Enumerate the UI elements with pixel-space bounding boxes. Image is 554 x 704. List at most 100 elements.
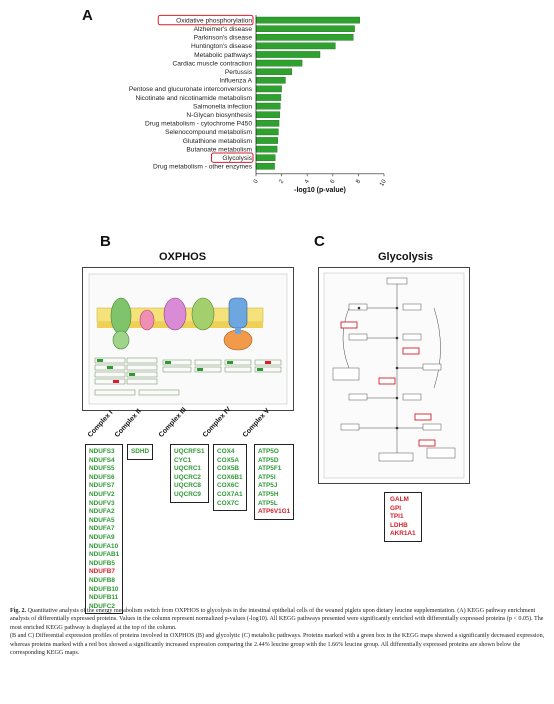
bar-5 bbox=[255, 59, 303, 67]
highlight-box-16 bbox=[211, 152, 254, 163]
complex-1-protein-9: NDUFA7 bbox=[89, 525, 115, 533]
x-tick-label-10: 10 bbox=[379, 178, 388, 187]
bars-group bbox=[255, 16, 360, 170]
bar-16 bbox=[255, 154, 276, 162]
category-label-8: Pentose and glucuronate interconversions bbox=[129, 86, 253, 93]
category-label-9: Nicotinate and nicotinamide metabolism bbox=[135, 95, 252, 102]
x-tick-label-6: 6 bbox=[330, 178, 337, 184]
category-label-17: Drug metabolism - other enzymes bbox=[153, 164, 253, 171]
glycolysis-map-illustration bbox=[323, 272, 465, 479]
bar-3 bbox=[255, 42, 336, 50]
complex-4-protein-0: COX4 bbox=[217, 448, 235, 455]
complex-3-protein-1: CYC1 bbox=[174, 456, 192, 464]
bar-1 bbox=[255, 25, 355, 33]
category-label-7: Influenza A bbox=[219, 78, 252, 85]
bar-11 bbox=[255, 111, 280, 118]
complex-5-protein-4: ATP5J bbox=[258, 482, 278, 490]
glycolysis-protein-4: AKR1A1 bbox=[390, 530, 416, 538]
complex-1-protein-6: NDUFV3 bbox=[89, 499, 115, 507]
complex-4-protein-5: COX7A1 bbox=[217, 490, 243, 498]
complex-ii-protein-list: SDHD bbox=[127, 444, 154, 460]
complex-3-protein-0: UQCRFS1 bbox=[174, 448, 205, 455]
complex-4-protein-1: COX5A bbox=[217, 456, 240, 464]
bar-10 bbox=[255, 102, 281, 110]
complex-v-label: Complex V bbox=[241, 407, 272, 439]
complex-1-protein-5: NDUFV2 bbox=[89, 490, 115, 498]
complex-1-protein-11: NDUFA10 bbox=[89, 542, 119, 550]
complex-5-protein-0: ATP5O bbox=[258, 448, 279, 455]
complex-1-protein-3: NDUFS6 bbox=[89, 473, 115, 481]
category-label-13: Selenocompound metabolism bbox=[165, 129, 252, 136]
x-tick-label-8: 8 bbox=[355, 178, 362, 184]
complex-1-protein-18: NDUFC2 bbox=[89, 602, 115, 610]
category-label-4: Metabolic pathways bbox=[194, 52, 253, 59]
bar-6 bbox=[255, 68, 293, 75]
bar-14 bbox=[255, 137, 278, 144]
glycolysis-protein-0: GALM bbox=[390, 496, 409, 503]
figure-caption: Fig. 2. Quantitative analysis of the ene… bbox=[10, 607, 546, 657]
complex-1-protein-13: NDUFB5 bbox=[89, 559, 115, 567]
complex-3-protein-5: UQCRC9 bbox=[174, 490, 201, 498]
bar-0 bbox=[255, 16, 360, 24]
complex-4-protein-4: COX6C bbox=[217, 482, 240, 490]
complex-2-protein-0: SDHD bbox=[131, 448, 150, 455]
complex-5-protein-2: ATP5F1 bbox=[258, 465, 282, 473]
bar-12 bbox=[255, 119, 280, 127]
bar-2 bbox=[255, 34, 354, 41]
bar-13 bbox=[255, 128, 279, 136]
complex-1-protein-17: NDUFB11 bbox=[89, 594, 119, 602]
complex-1-protein-0: NDUFS3 bbox=[89, 448, 115, 455]
category-label-14: Glutathione metabolism bbox=[183, 138, 253, 145]
glycolysis-protein-3: LDHB bbox=[390, 521, 408, 529]
complex-4-protein-6: COX7C bbox=[217, 499, 240, 507]
caption-text-a: Quantitative analysis of the energy meta… bbox=[10, 608, 544, 631]
x-ticks-group: 0 2 4 6 8 10 bbox=[253, 15, 388, 188]
complex-4-protein-2: COX5B bbox=[217, 465, 240, 473]
complex-5-protein-3: ATP5I bbox=[258, 473, 276, 481]
complex-i-label: Complex I bbox=[86, 409, 115, 439]
complex-1-protein-7: NDUFA2 bbox=[89, 508, 115, 516]
complex-5-protein-5: ATP5H bbox=[258, 490, 279, 498]
category-label-6: Pertussis bbox=[225, 69, 253, 76]
oxphos-map-illustration bbox=[88, 273, 288, 405]
category-label-10: Salmonella infection bbox=[193, 103, 252, 110]
bar-15 bbox=[255, 145, 278, 153]
panel-letter-a: A bbox=[82, 7, 93, 24]
bar-7 bbox=[255, 76, 286, 84]
complex-1-protein-1: NDUFS4 bbox=[89, 456, 115, 464]
complex-ii-label: Complex II bbox=[113, 408, 143, 439]
bar-17 bbox=[255, 162, 275, 170]
complex-1-protein-12: NDUFAB1 bbox=[89, 551, 120, 559]
category-label-2: Parkinson's disease bbox=[194, 35, 253, 42]
caption-fig-number: Fig. 2. bbox=[10, 608, 27, 614]
complex-4-protein-3: COX6B1 bbox=[217, 473, 243, 481]
complex-1-protein-15: NDUFB8 bbox=[89, 576, 115, 584]
complex-1-protein-2: NDUFS5 bbox=[89, 465, 115, 473]
x-tick-label-2: 2 bbox=[278, 178, 285, 184]
bar-8 bbox=[255, 85, 282, 93]
category-label-1: Alzheimer's disease bbox=[194, 26, 253, 33]
glycolysis-kegg-map bbox=[318, 267, 470, 484]
x-tick-label-4: 4 bbox=[304, 178, 311, 184]
complex-3-protein-2: UQCRC1 bbox=[174, 465, 201, 473]
complex-5-protein-7: ATP6V1G1 bbox=[258, 508, 291, 516]
category-label-5: Cardiac muscle contraction bbox=[172, 60, 252, 67]
x-axis-title: -log10 (p-value) bbox=[294, 187, 346, 194]
category-label-0: Oxidative phosphorylation bbox=[176, 17, 252, 24]
oxphos-title: OXPHOS bbox=[159, 251, 207, 263]
category-label-12: Drug metabolism - cytochrome P450 bbox=[145, 121, 252, 128]
glycolysis-protein-2: TPI1 bbox=[390, 513, 404, 521]
panel-letter-c: C bbox=[314, 233, 325, 250]
x-tick-label-0: 0 bbox=[253, 178, 260, 184]
complex-1-protein-14: NDUFB7 bbox=[89, 568, 115, 576]
complex-1-protein-8: NDUFA5 bbox=[89, 516, 115, 524]
caption-text-bc: (B and C) Differential expression profil… bbox=[10, 633, 545, 657]
panel-letter-b: B bbox=[100, 233, 111, 250]
category-label-3: Huntington's disease bbox=[191, 43, 252, 50]
glycolysis-protein-1: GPI bbox=[390, 504, 402, 512]
